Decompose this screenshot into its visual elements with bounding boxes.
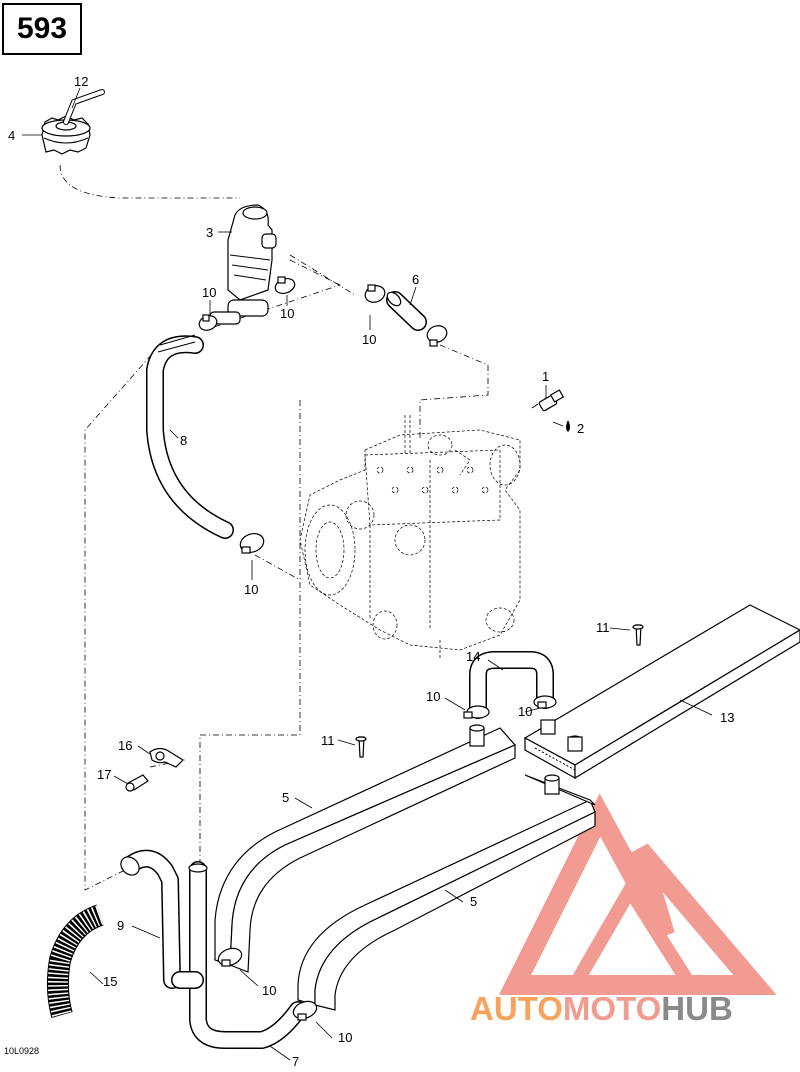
watermark-hub: HUB [661, 990, 733, 1027]
callout-17: 17 [97, 767, 111, 782]
page-number: 593 [16, 12, 68, 45]
callout-1: 1 [542, 369, 549, 384]
callout-2: 2 [577, 421, 584, 436]
engine [299, 415, 521, 660]
callout-8: 8 [180, 433, 187, 448]
hose-clamp [217, 947, 243, 967]
clamp-16 [149, 747, 184, 768]
callout-10c: 10 [362, 332, 376, 347]
callout-11b: 11 [321, 733, 335, 748]
hose-clamp [274, 276, 296, 295]
callout-10a: 10 [202, 285, 216, 300]
screw-17 [125, 774, 149, 792]
callout-10g: 10 [262, 983, 276, 998]
temperature-sensor [531, 389, 565, 412]
hose-clamp [364, 284, 386, 303]
callout-5b: 5 [470, 894, 477, 909]
hose-6 [386, 291, 427, 331]
callout-16: 16 [118, 738, 132, 753]
callout-5a: 5 [282, 790, 289, 805]
hose-clamp [292, 1000, 318, 1021]
hose-8 [146, 334, 234, 539]
sealant-drop-icon [566, 420, 570, 432]
page-number-box: 593 [2, 3, 82, 55]
watermark-auto: AUTO [470, 990, 563, 1027]
hose-clamp [239, 532, 265, 554]
callout-6: 6 [412, 272, 419, 287]
heat-exchanger-13 [523, 604, 800, 780]
coolant-tank [209, 204, 277, 325]
leader-lines [22, 87, 713, 1061]
hose-9 [120, 849, 181, 989]
callout-10b: 10 [280, 306, 294, 321]
callout-15: 15 [103, 974, 117, 989]
callout-13: 13 [720, 710, 734, 725]
corrugated-sleeve-15 [46, 904, 104, 1018]
hose-clamp [463, 705, 490, 719]
callout-11a: 11 [596, 620, 610, 635]
hose-clamps-10 [198, 276, 557, 1021]
watermark-text: AUTOMOTOHUB [470, 990, 800, 1030]
hose-clamp [198, 314, 218, 331]
callout-10d: 10 [244, 582, 258, 597]
callout-14: 14 [466, 649, 480, 664]
hose-clamp [426, 325, 448, 347]
callout-12: 12 [74, 74, 88, 89]
callout-9: 9 [117, 918, 124, 933]
drawing-code: 10L0928 [4, 1046, 39, 1056]
push-rivet-11-upper [632, 624, 644, 646]
vent-hose [63, 89, 105, 125]
push-rivet-11-lower [355, 736, 367, 758]
hose-7 [171, 861, 307, 1049]
callout-labels: 12 4 3 6 10 10 10 1 2 8 10 11 14 10 10 1… [8, 74, 734, 1069]
callout-10f: 10 [518, 704, 532, 719]
callout-3: 3 [206, 225, 213, 240]
callout-10e: 10 [426, 689, 440, 704]
watermark-logo [498, 793, 777, 995]
hose-clamp [533, 695, 557, 709]
callout-4: 4 [8, 128, 15, 143]
callout-7: 7 [292, 1054, 299, 1069]
hose-14 [469, 651, 554, 719]
heat-exchanger-5-lower [297, 774, 596, 1011]
watermark-moto: MOTO [562, 990, 662, 1027]
callout-10h: 10 [338, 1030, 352, 1045]
